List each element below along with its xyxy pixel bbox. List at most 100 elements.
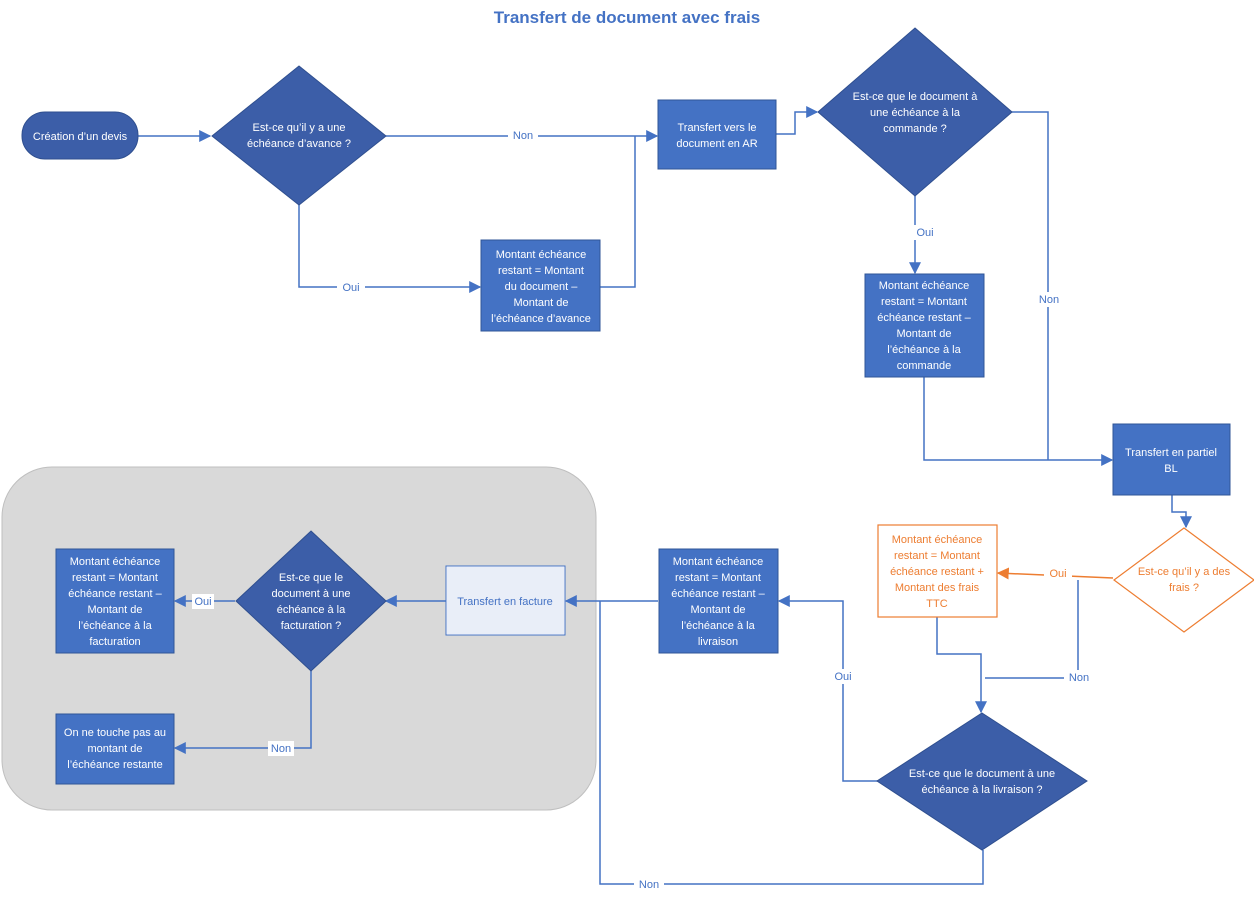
edge-label-non-avance: Non: [513, 130, 533, 142]
node-label-line: frais ?: [1169, 582, 1199, 594]
node-d-frais: Est-ce qu’il y a des frais ?: [1138, 566, 1231, 594]
edge-label-non-livraison: Non: [639, 879, 659, 891]
node-label-line: Montant de: [513, 297, 568, 309]
node-label-line: restant = Montant: [72, 572, 158, 584]
edge-label-oui-facturation: Oui: [194, 596, 211, 608]
node-label-line: l’échéance à la: [681, 620, 755, 632]
node-p-avance-shape: [480, 239, 601, 332]
node-label-line: restant = Montant: [498, 265, 584, 277]
node-label-line: l’échéance d’avance: [491, 313, 591, 325]
edge-montant-avance-to-ar: [600, 136, 636, 288]
node-d-livraison-shape: [876, 712, 1088, 851]
node-label-line: Montant échéance: [892, 534, 983, 546]
node-p-livraison-shape: [658, 548, 779, 654]
node-p-frais: Montant échéance restant = Montant échéanc…: [890, 534, 984, 610]
node-label-line: Transfert vers le: [677, 122, 756, 134]
node-label-line: On ne touche pas au: [64, 727, 166, 739]
node-label-line: Montant des frais: [895, 582, 980, 594]
nodes: Création d’un devis Est-ce qu’il y a une…: [21, 27, 1254, 851]
node-d-commande: Est-ce que le document à une échéance à l…: [853, 91, 979, 135]
edge-labels: Non Oui Oui Non Oui Non Oui Non Oui Non: [192, 128, 1094, 892]
node-label-line: échéance restant –: [68, 588, 162, 600]
node-label-line: Montant échéance: [879, 280, 970, 292]
node-label-line: Transfert en facture: [457, 596, 553, 608]
node-label-line: restant = Montant: [881, 296, 967, 308]
node-label-line: TTC: [926, 598, 947, 610]
node-label-line: facturation: [89, 636, 140, 648]
node-p-frais-shape: [877, 524, 998, 618]
edge-bl-to-frais: [1171, 495, 1192, 529]
node-label-line: l’échéance restante: [67, 759, 162, 771]
node-start-shape: [21, 111, 139, 160]
edge-livraison-oui-to-montant: [777, 595, 878, 782]
node-d-frais-shape: [1112, 527, 1254, 633]
edge-label-oui-livraison: Oui: [834, 671, 851, 683]
node-label-line: échéance restant +: [890, 566, 984, 578]
node-label-line: livraison: [698, 636, 738, 648]
node-label-line: restant = Montant: [675, 572, 761, 584]
node-p-transfert-bl-shape: [1112, 423, 1231, 496]
edge-avance-oui-to-montant: [298, 205, 482, 293]
node-d-avance-shape: [211, 65, 387, 206]
edge-facturation-non-to-no-touch: [173, 671, 312, 754]
node-p-facturation-shape: [55, 548, 175, 654]
node-label-line: échéance à la livraison ?: [921, 784, 1042, 796]
node-label-line: échéance d’avance ?: [247, 138, 351, 150]
edge-commande-non-to-bl: [1012, 111, 1049, 460]
node-label-line: Est-ce qu’il y a des: [1138, 566, 1231, 578]
node-d-livraison: Est-ce que le document à une échéance à l…: [909, 768, 1055, 796]
node-label-line: Transfert en partiel: [1125, 447, 1217, 459]
node-d-commande-shape: [817, 27, 1013, 197]
node-d-facturation-shape: [235, 530, 387, 672]
node-start: Création d’un devis: [33, 131, 128, 143]
node-label-line: du document –: [505, 281, 579, 293]
edge-label-oui-commande: Oui: [916, 227, 933, 239]
node-label-line: montant de: [87, 743, 142, 755]
edge-label-non-facturation: Non: [271, 743, 291, 755]
node-p-commande: Montant échéance restant = Montant échéanc…: [877, 280, 971, 372]
node-p-commande-shape: [864, 273, 985, 378]
edge-ar-to-commande: [776, 106, 819, 135]
edge-montant-commande-to-bl: [923, 377, 1114, 466]
node-p-livraison: Montant échéance restant = Montant échéanc…: [671, 556, 765, 648]
node-p-transfert-ar: Transfert vers le document en AR: [676, 122, 757, 150]
node-label-line: restant = Montant: [894, 550, 980, 562]
node-label-line: Montant échéance: [673, 556, 764, 568]
node-label-line: Montant de: [87, 604, 142, 616]
node-label-line: Est-ce qu’il y a une: [253, 122, 346, 134]
node-label-line: commande: [897, 360, 951, 372]
node-d-avance: Est-ce qu’il y a une échéance d’avance ?: [247, 122, 351, 150]
edge-label-non-commande: Non: [1039, 294, 1059, 306]
node-label-line: Est-ce que le: [279, 572, 343, 584]
node-label-line: BL: [1164, 463, 1177, 475]
node-label-line: Montant échéance: [70, 556, 161, 568]
node-label-line: document en AR: [676, 138, 757, 150]
edge-label-oui-frais: Oui: [1049, 568, 1066, 580]
node-p-no-touch: On ne touche pas au montant de l’échéance …: [64, 727, 166, 771]
node-label-line: une échéance à la: [870, 107, 961, 119]
node-label-line: facturation ?: [281, 620, 342, 632]
node-label-line: Création d’un devis: [33, 131, 128, 143]
node-label-line: commande ?: [883, 123, 947, 135]
edge-livraison-non-to-facture: [599, 601, 984, 885]
edge-montant-frais-to-livraison: [936, 617, 987, 714]
node-p-facture-shade: [447, 567, 564, 634]
node-label-line: Est-ce que le document à une: [909, 768, 1055, 780]
node-label-line: échéance restant –: [877, 312, 971, 324]
edge-label-oui-avance: Oui: [342, 282, 359, 294]
node-label-line: l’échéance à la: [887, 344, 961, 356]
node-p-no-touch-shape: [55, 713, 175, 785]
edge-label-non-frais: Non: [1069, 672, 1089, 684]
node-label-line: Montant échéance: [496, 249, 587, 261]
node-label-line: Montant de: [690, 604, 745, 616]
node-label-line: Montant de: [896, 328, 951, 340]
node-label-line: Est-ce que le document à: [853, 91, 979, 103]
edge-frais-non-to-livraison: [985, 580, 1079, 679]
node-p-facture: Transfert en facture: [457, 596, 553, 608]
node-label-line: échéance à la: [277, 604, 346, 616]
node-label-line: échéance restant –: [671, 588, 765, 600]
